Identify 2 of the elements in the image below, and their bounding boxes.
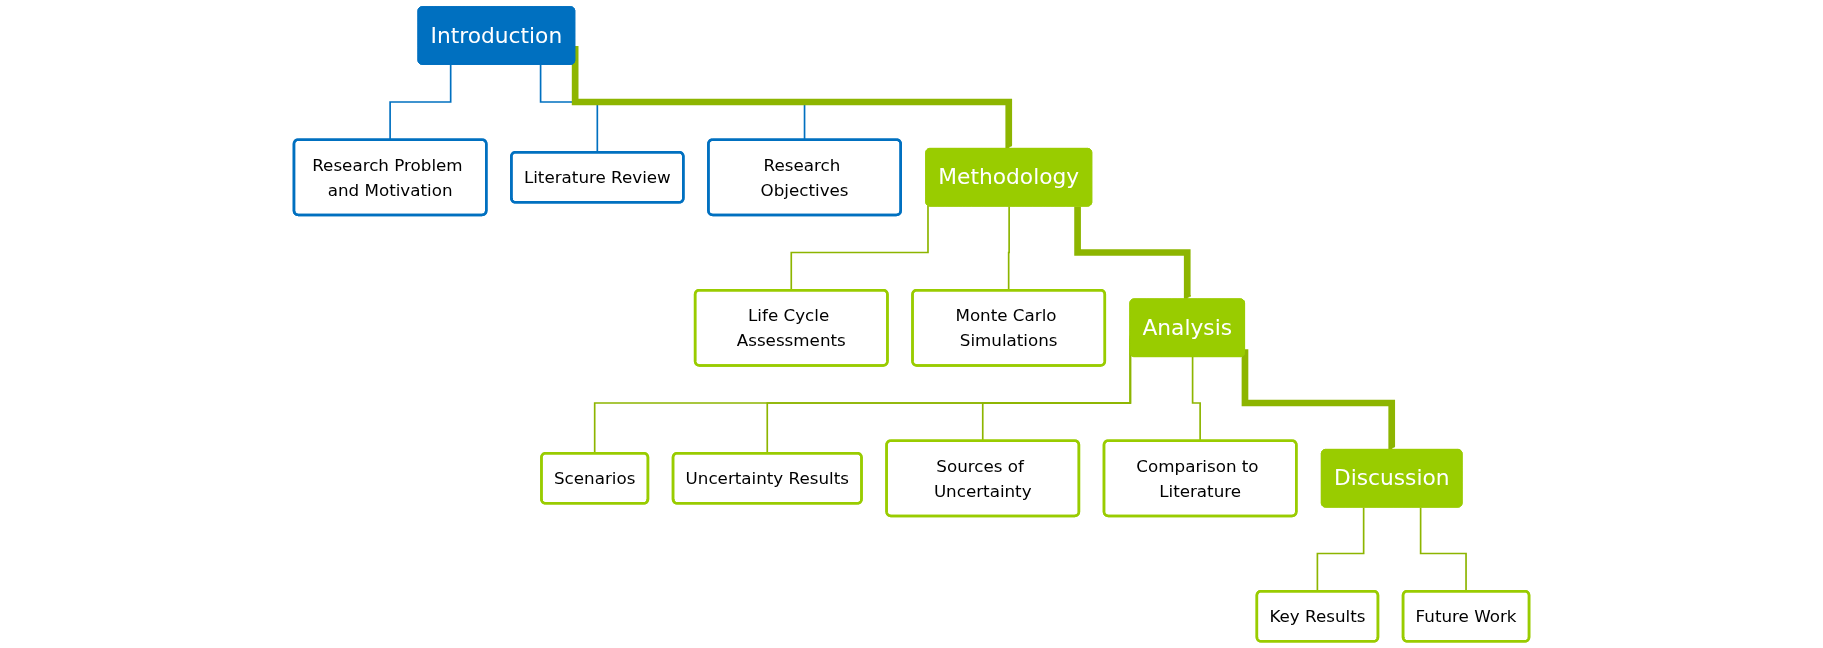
arrow	[1241, 349, 1396, 451]
arrow	[1074, 206, 1192, 300]
